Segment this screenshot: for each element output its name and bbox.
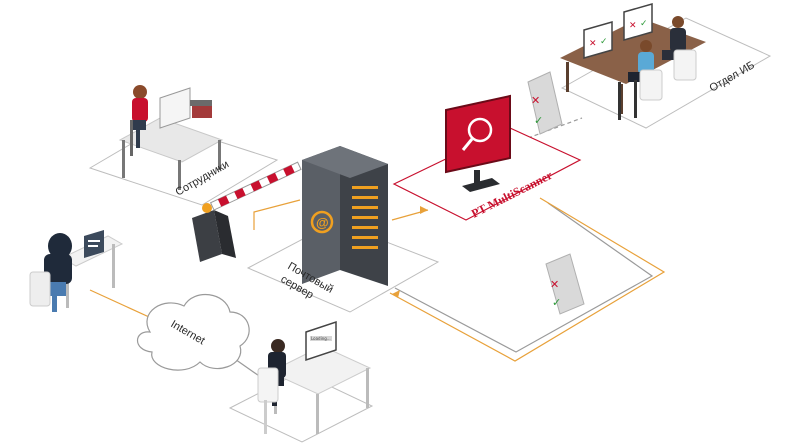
employees-zone: Сотрудники: [88, 85, 279, 206]
magnifier-icon: [467, 117, 493, 143]
svg-text:✕: ✕: [550, 278, 559, 291]
security-analyst-1: [618, 40, 654, 120]
hacker-person: [29, 233, 72, 312]
barrier: [192, 161, 302, 262]
mail-server: @: [302, 146, 388, 286]
security-monitor-1: ✕ ✓: [583, 21, 613, 59]
remote-user-zone: Loading...: [228, 320, 374, 443]
at-sign-icon: [310, 210, 334, 234]
red-cross-icon: ✕: [531, 94, 540, 107]
gray-return-line: [394, 202, 654, 353]
orange-return-line: [389, 197, 666, 362]
verdict-document-top: ✕ ✓: [527, 71, 563, 135]
internet-cloud: Internet: [136, 293, 250, 371]
remote-laptop: Loading...: [305, 320, 337, 362]
hacker-laptop: [84, 230, 104, 258]
multiscanner-monitor: [445, 94, 511, 192]
barrier-arm: [209, 161, 302, 211]
svg-text:✕: ✕: [629, 21, 637, 31]
arrow-to-scanner: [420, 206, 428, 214]
svg-text:✓: ✓: [640, 19, 648, 29]
security-monitor-2: ✕ ✓: [623, 3, 653, 41]
svg-text:✓: ✓: [552, 296, 561, 309]
green-check-icon: ✓: [534, 114, 543, 127]
security-dept-zone: ✕ ✓ ✕ ✓ Отдел ИБ: [560, 3, 772, 129]
dashed-line-security: [527, 117, 583, 139]
mail-server-zone: @ Почтовый сервер: [246, 146, 440, 313]
hacker-zone: [29, 230, 124, 312]
security-analyst-2: [662, 16, 686, 60]
svg-text:@: @: [316, 215, 329, 230]
barrier-light: [202, 203, 212, 213]
svg-text:✓: ✓: [600, 37, 608, 47]
laptop-loading-text: Loading...: [311, 336, 331, 341]
employee-monitor: [159, 87, 191, 129]
svg-text:✕: ✕: [589, 39, 597, 49]
arrow-to-server: [392, 290, 400, 298]
employee-person: [130, 85, 148, 156]
orange-line-server-employees: [253, 199, 301, 230]
remote-user-person: [257, 339, 286, 434]
arrow-heads: [392, 206, 428, 298]
verdict-document-bottom: ✕ ✓: [545, 253, 585, 315]
